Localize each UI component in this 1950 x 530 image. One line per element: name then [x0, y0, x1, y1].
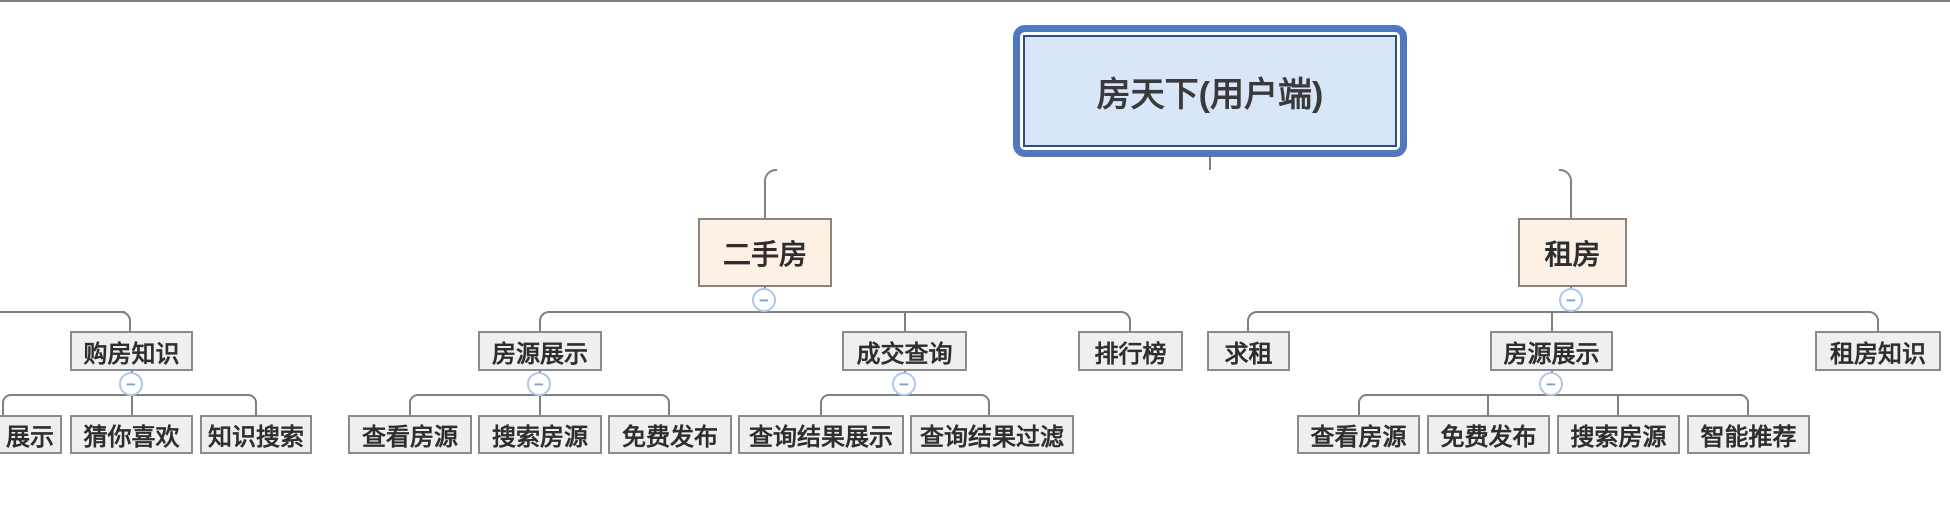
leaf-free-publish-rent[interactable]: 免费发布 [1427, 415, 1550, 454]
connector-drop [1747, 401, 1749, 415]
leaf-knowledge-search[interactable]: 知识搜索 [200, 415, 312, 454]
connector-drop [129, 319, 131, 332]
connector-drop [539, 319, 541, 332]
leaf-display-clipped[interactable]: 展示 [0, 415, 62, 454]
connector-drop [255, 401, 257, 415]
collapse-icon-listing-display-rent[interactable]: − [1539, 372, 1563, 396]
collapse-icon-rent[interactable]: − [1559, 288, 1583, 312]
connector-drop [539, 396, 541, 415]
connector-drop [764, 180, 766, 218]
connector-drop [1570, 180, 1572, 218]
connector-root-drop [1209, 157, 1211, 170]
connector-main-rail [0, 0, 1950, 2]
connector-curve [764, 169, 777, 182]
leaf-free-publish-second-hand[interactable]: 免费发布 [608, 415, 732, 454]
connector-curve [248, 394, 257, 403]
collapse-icon-listing-display-second-hand[interactable]: − [527, 372, 551, 396]
connector-drop [1358, 401, 1360, 415]
connector-curve [1869, 311, 1879, 321]
mid-listing-display-rent[interactable]: 房源展示 [1490, 331, 1613, 371]
connector-drop [1877, 319, 1879, 331]
connector-rail [1255, 311, 1871, 313]
mid-listing-display-second-hand[interactable]: 房源展示 [478, 331, 602, 371]
connector-drop [1617, 396, 1619, 415]
connector-drop [988, 401, 990, 415]
connector-drop [1551, 313, 1553, 331]
connector-curve [981, 394, 990, 403]
connector-drop [820, 401, 822, 415]
connector-curve [1358, 394, 1367, 403]
connector-rail [547, 311, 1123, 313]
branch-second-hand[interactable]: 二手房 [698, 218, 832, 287]
connector-drop [1247, 319, 1249, 331]
mid-rent-knowledge[interactable]: 租房知识 [1815, 331, 1941, 371]
leaf-search-listings-rent[interactable]: 搜索房源 [1557, 415, 1680, 454]
root-node-label: 房天下(用户端) [1023, 35, 1397, 147]
root-node[interactable]: 房天下(用户端) [1013, 25, 1407, 157]
connector-curve [2, 394, 11, 403]
connector-drop [131, 396, 133, 415]
connector-drop [2, 401, 4, 415]
leaf-view-listings-rent[interactable]: 查看房源 [1297, 415, 1420, 454]
connector-curve [1121, 311, 1131, 321]
collapse-icon-second-hand[interactable]: − [752, 288, 776, 312]
collapse-icon-purchase-knowledge[interactable]: − [119, 372, 143, 396]
connector-drop [409, 401, 411, 415]
branch-rent[interactable]: 租房 [1518, 218, 1627, 287]
connector-curve [661, 394, 670, 403]
mid-ranking[interactable]: 排行榜 [1078, 331, 1183, 371]
leaf-view-listings-second-hand[interactable]: 查看房源 [348, 415, 472, 454]
connector-curve [1740, 394, 1749, 403]
connector-curve [1559, 169, 1572, 182]
connector-drop [1129, 319, 1131, 331]
mid-seek-rent[interactable]: 求租 [1207, 331, 1290, 371]
leaf-smart-recommend[interactable]: 智能推荐 [1687, 415, 1810, 454]
connector-curve [1247, 311, 1257, 321]
mid-deal-query[interactable]: 成交查询 [842, 331, 967, 371]
connector-curve [121, 311, 131, 321]
connector-drop [904, 313, 906, 331]
connector-curve [820, 394, 829, 403]
leaf-search-listings-second-hand[interactable]: 搜索房源 [478, 415, 602, 454]
mid-purchase-knowledge[interactable]: 购房知识 [70, 331, 193, 371]
leaf-query-result-display[interactable]: 查询结果展示 [738, 415, 904, 454]
connector-curve [539, 311, 549, 321]
collapse-icon-deal-query[interactable]: − [892, 372, 916, 396]
leaf-guess-you-like[interactable]: 猜你喜欢 [70, 415, 193, 454]
connector-curve [409, 394, 418, 403]
connector-drop [1487, 396, 1489, 415]
connector-drop [668, 401, 670, 415]
leaf-query-result-filter[interactable]: 查询结果过滤 [910, 415, 1074, 454]
connector-rail [0, 311, 125, 313]
